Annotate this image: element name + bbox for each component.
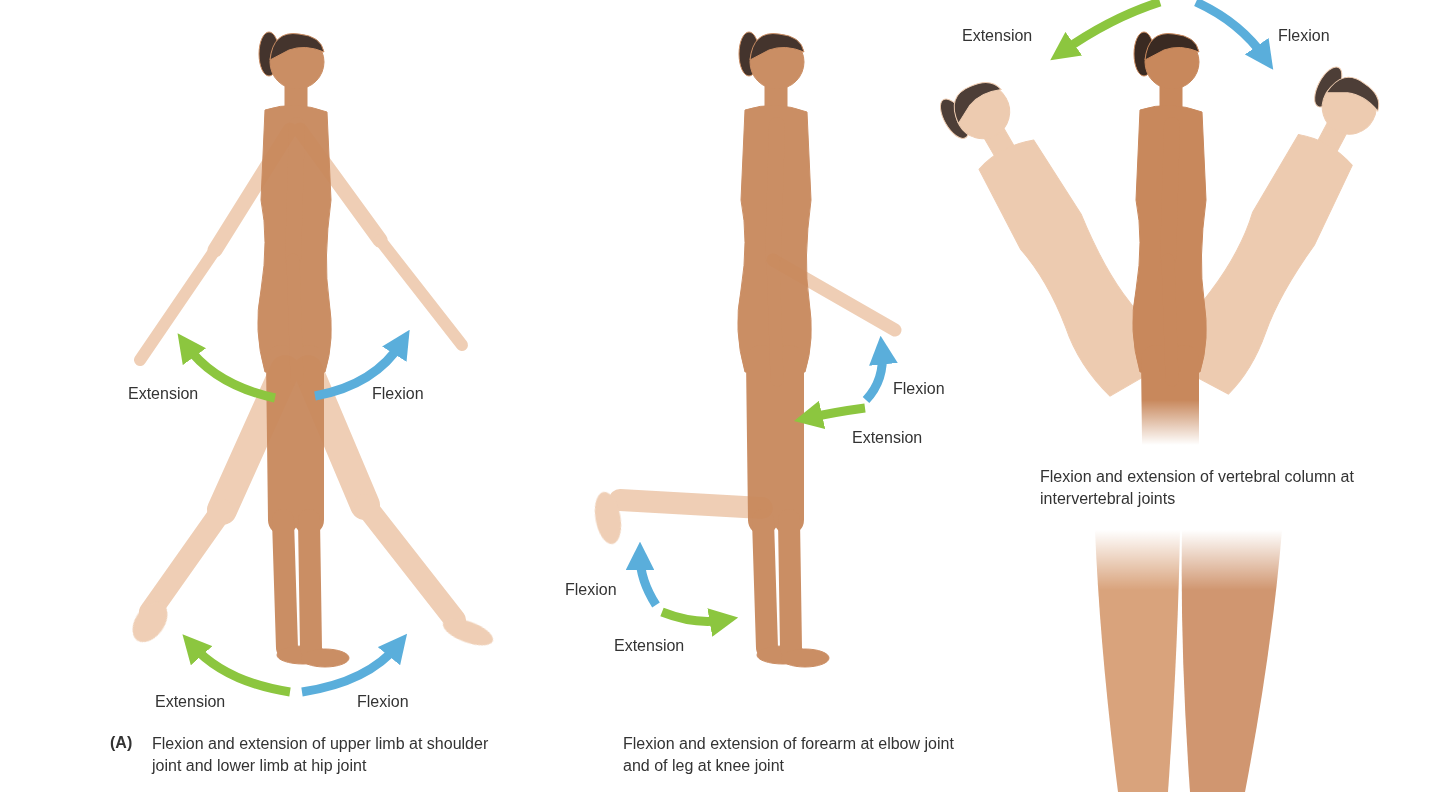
motion-label: Flexion	[1278, 26, 1330, 45]
motion-label: Extension	[852, 428, 922, 447]
motion-label: Flexion	[893, 379, 945, 398]
panel-caption: Flexion and extension of forearm at elbo…	[623, 733, 963, 776]
motion-label: Extension	[155, 692, 225, 711]
motion-label: Extension	[614, 636, 684, 655]
motion-label: Flexion	[565, 580, 617, 599]
panel-caption: Flexion and extension of upper limb at s…	[152, 733, 512, 776]
panel-caption: Flexion and extension of vertebral colum…	[1040, 466, 1360, 509]
motion-label: Flexion	[357, 692, 409, 711]
panel-letter: (A)	[110, 733, 132, 752]
motion-label: Flexion	[372, 384, 424, 403]
motion-label: Extension	[962, 26, 1032, 45]
motion-label: Extension	[128, 384, 198, 403]
